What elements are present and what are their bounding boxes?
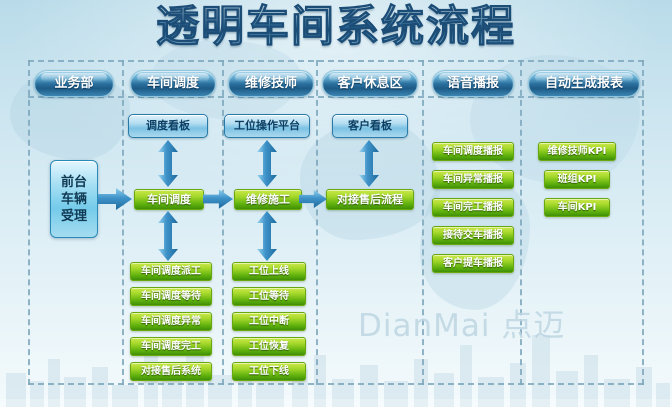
arrow-up-down-icon <box>257 211 277 261</box>
page-title: 透明车间系统流程 <box>0 2 672 53</box>
node-aftersales-main[interactable]: 对接售后流程 <box>326 189 414 210</box>
column-header-dispatch[interactable]: 车间调度 <box>130 70 216 97</box>
list-item-voice-3[interactable]: 接待交车播报 <box>432 226 514 245</box>
grid-line-v2 <box>222 60 224 385</box>
arrow-right-icon <box>203 189 233 209</box>
column-header-business[interactable]: 业务部 <box>34 70 114 97</box>
grid-line-v1 <box>122 60 124 385</box>
arrow-up-down-icon <box>158 140 178 187</box>
column-header-report[interactable]: 自动生成报表 <box>528 70 640 97</box>
list-item-dispatch-3[interactable]: 车间调度完工 <box>130 337 212 356</box>
list-item-report-0[interactable]: 维修技师KPI <box>538 142 616 161</box>
list-item-station-1[interactable]: 工位等待 <box>232 287 306 306</box>
list-item-station-0[interactable]: 工位上线 <box>232 262 306 281</box>
grid-line-v3 <box>316 60 318 385</box>
grid-line-top <box>28 60 644 62</box>
arrow-right-icon <box>299 189 327 209</box>
list-item-dispatch-2[interactable]: 车间调度异常 <box>130 312 212 331</box>
reception-line-2: 车辆 <box>60 191 87 207</box>
reception-line-1: 前台 <box>60 174 87 190</box>
grid-line-v4 <box>422 60 424 385</box>
arrow-up-down-icon <box>257 140 277 187</box>
list-item-voice-4[interactable]: 客户提车播报 <box>432 254 514 273</box>
arrow-up-down-icon <box>158 211 178 261</box>
column-header-lounge[interactable]: 客户休息区 <box>322 70 418 97</box>
list-item-voice-2[interactable]: 车间完工播报 <box>432 198 514 217</box>
list-item-station-3[interactable]: 工位恢复 <box>232 337 306 356</box>
grid-line-headerbottom <box>28 96 644 98</box>
node-station-platform[interactable]: 工位操作平台 <box>224 114 310 138</box>
list-item-station-2[interactable]: 工位中断 <box>232 312 306 331</box>
grid-line-v5 <box>520 60 522 385</box>
list-item-dispatch-4[interactable]: 对接售后系统 <box>130 362 212 381</box>
arrow-up-down-icon <box>359 140 379 187</box>
list-item-voice-0[interactable]: 车间调度播报 <box>432 142 514 161</box>
column-header-technician[interactable]: 维修技师 <box>228 70 314 97</box>
list-item-dispatch-1[interactable]: 车间调度等待 <box>130 287 212 306</box>
list-item-report-1[interactable]: 班组KPI <box>544 170 610 189</box>
list-item-dispatch-0[interactable]: 车间调度派工 <box>130 262 212 281</box>
list-item-station-4[interactable]: 工位下线 <box>232 362 306 381</box>
watermark-text: DianMai 点迈 <box>358 308 566 344</box>
city-skyline-decoration <box>0 335 672 407</box>
node-dispatch-board[interactable]: 调度看板 <box>128 114 208 138</box>
arrow-right-icon <box>98 188 132 210</box>
node-dispatch-main[interactable]: 车间调度 <box>134 189 204 210</box>
node-reception[interactable]: 前台 车辆 受理 <box>50 160 98 238</box>
reception-line-3: 受理 <box>60 208 87 224</box>
list-item-report-2[interactable]: 车间KPI <box>544 198 610 217</box>
column-grid <box>28 60 644 385</box>
list-item-voice-1[interactable]: 车间异常播报 <box>432 170 514 189</box>
column-header-voice[interactable]: 语音播报 <box>432 70 514 97</box>
grid-line-v0 <box>28 60 30 385</box>
grid-line-v6 <box>642 60 644 385</box>
node-customer-board[interactable]: 客户看板 <box>332 114 408 138</box>
node-repair-main[interactable]: 维修施工 <box>234 189 302 210</box>
grid-line-bottom <box>28 383 644 385</box>
